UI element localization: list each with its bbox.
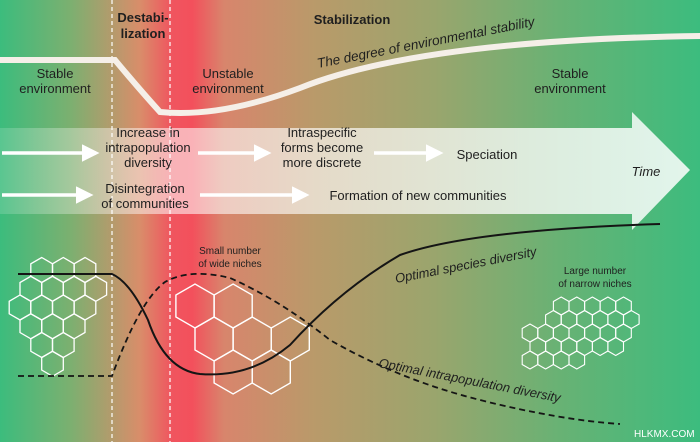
phase-label-destabilization-1: Destabi- [117, 10, 168, 25]
hex-left-16 [41, 350, 64, 378]
process-increase-line1: Increase in [116, 125, 180, 140]
process-formation: Formation of new communities [329, 188, 507, 203]
phase-label-stabilization: Stabilization [314, 12, 391, 27]
niche-hexagons-left [8, 256, 108, 378]
hex-right-23 [607, 336, 625, 357]
process-intraspecific-line3: more discrete [283, 155, 362, 170]
niche-hexagons-wide [175, 283, 310, 395]
state-middle-line2: environment [192, 81, 264, 96]
state-right-line2: environment [534, 81, 606, 96]
hex-mid-6 [251, 349, 291, 395]
niche-wide-line1: Small number [199, 246, 261, 257]
stability-curve [0, 33, 700, 116]
process-disintegration-line2: of communities [101, 196, 189, 211]
niche-narrow-line2: of narrow niches [558, 279, 631, 290]
time-label: Time [632, 164, 661, 179]
hex-right-27 [568, 350, 586, 370]
process-speciation: Speciation [457, 147, 518, 162]
niche-narrow-line1: Large number [564, 266, 627, 277]
niche-hexagons-narrow [521, 296, 640, 370]
time-arrow [0, 112, 690, 230]
process-intraspecific-line1: Intraspecific [287, 125, 357, 140]
intrapopulation-diversity-curve [18, 272, 621, 425]
process-intraspecific-line2: forms become [281, 140, 363, 155]
species-diversity-curve [18, 223, 661, 376]
process-disintegration-line1: Disintegration [105, 181, 185, 196]
state-left-line2: environment [19, 81, 91, 96]
state-right-line1: Stable [552, 66, 589, 81]
process-increase-line3: diversity [124, 155, 172, 170]
process-increase-line2: intrapopulation [105, 140, 190, 155]
state-middle-line1: Unstable [202, 66, 253, 81]
phase-label-destabilization-2: lization [121, 26, 166, 41]
state-left-line1: Stable [37, 66, 74, 81]
watermark: HLKMX.COM [634, 429, 695, 440]
niche-wide-line2: of wide niches [198, 259, 261, 270]
